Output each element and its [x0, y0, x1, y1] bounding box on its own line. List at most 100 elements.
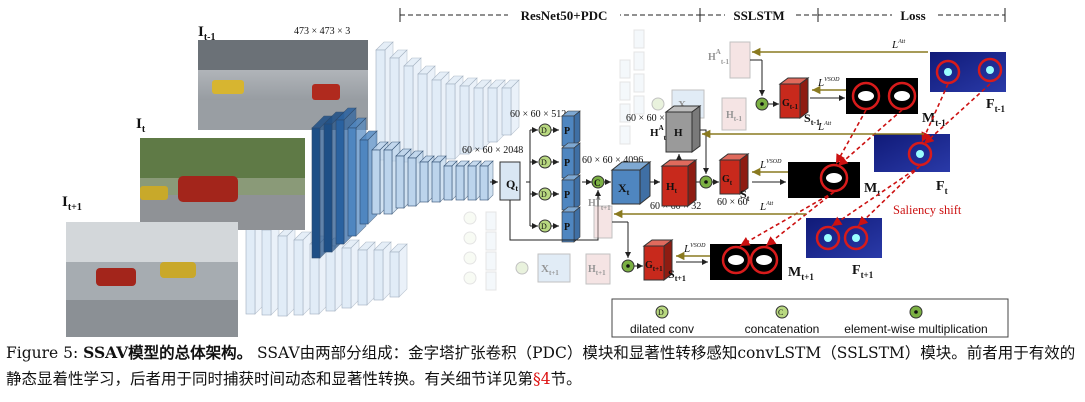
faded-layer-top: [501, 79, 520, 136]
faded-layer-top: [445, 75, 464, 160]
faded-dilated-block: [619, 125, 631, 145]
node-x: Xt: [610, 160, 652, 206]
legend-mult: element-wise multiplication: [844, 322, 987, 336]
frame-cur: [140, 138, 305, 230]
svg-text:P: P: [564, 222, 570, 233]
fixation-cur: Ft: [874, 134, 950, 196]
faded-dilated-block: [633, 51, 645, 71]
node-concat-main: C: [585, 175, 611, 189]
label-saliency-shift: Saliency shift: [893, 203, 962, 217]
faded-layer-top: [431, 71, 450, 163]
svg-text:Gt+1: Gt+1: [645, 260, 663, 273]
svg-text:Xt+1: Xt+1: [541, 263, 559, 277]
faded-layer-bottom: [261, 221, 280, 316]
label-input-size: 473 × 473 × 3: [294, 26, 350, 37]
caption-ref: §4: [533, 370, 551, 388]
svg-text:LVSOD: LVSOD: [759, 159, 782, 171]
input-frames: It-1 473 × 473 × 3 It It+1: [62, 24, 368, 337]
section-headers: ResNet50+PDC SSLSTM Loss: [399, 6, 1006, 24]
backbone-layer: [443, 160, 458, 201]
svg-text:C: C: [594, 178, 601, 188]
node-h: Ht: [660, 159, 698, 207]
legend-concat: concatenation: [745, 322, 820, 336]
saliency-shift-arrows: [739, 83, 991, 247]
svg-text:D: D: [541, 126, 547, 135]
label-feat-2048: 60 × 60 × 2048: [462, 145, 523, 156]
svg-text:Ht-1: Ht-1: [726, 110, 742, 123]
pdc-feature-block: P: [561, 174, 581, 211]
node-q: Qt: [499, 161, 521, 201]
faded-dilated-block: [619, 103, 631, 123]
dilated-conv-node: D: [538, 123, 552, 137]
dilated-conv-node: D: [538, 219, 552, 233]
svg-text:Ft+1: Ft+1: [852, 263, 874, 280]
faded-dilated-block: [463, 251, 497, 271]
label-frame-cur: It: [136, 116, 146, 135]
svg-text:Xt: Xt: [618, 181, 630, 197]
pdc-feature-block: P: [561, 142, 581, 179]
loss-labels: LAtt LVSOD LAtt LVSOD LAtt LVSOD: [683, 39, 905, 255]
svg-text:LVSOD: LVSOD: [817, 77, 840, 89]
faded-layer-bottom: [389, 243, 408, 298]
loss-arrows: [614, 47, 928, 261]
architecture-figure: ResNet50+PDC SSLSTM Loss: [62, 6, 1009, 338]
faded-layer-top: [487, 79, 506, 143]
svg-text:D: D: [541, 190, 547, 199]
frame-next: [66, 222, 238, 337]
svg-text:LAtt: LAtt: [759, 201, 773, 213]
faded-layer-top: [375, 41, 394, 161]
faded-dilated-block: [619, 81, 631, 101]
svg-text:Gt: Gt: [722, 174, 733, 187]
svg-text:Mt+1: Mt+1: [788, 265, 814, 282]
svg-text:D: D: [658, 308, 664, 317]
svg-text:St-1: St-1: [804, 111, 820, 127]
backbone-main: [311, 107, 498, 259]
svg-text:Ht+1: Ht+1: [588, 264, 606, 277]
svg-text:HAt-1: HAt-1: [708, 48, 730, 66]
svg-text:Ft-1: Ft-1: [986, 97, 1006, 114]
mask-next: Mt+1: [710, 244, 814, 282]
faded-layer-top: [473, 79, 492, 150]
backbone-layer: [479, 160, 494, 201]
legend: D dilated conv C concatenation element-w…: [611, 298, 1009, 338]
faded-layer-top: [417, 65, 436, 164]
svg-text:Ht: Ht: [666, 181, 678, 195]
backbone-layer: [455, 160, 470, 201]
faded-dilated-block: [619, 59, 631, 79]
legend-dilated: dilated conv: [630, 322, 694, 336]
pdc-feature-block: P: [561, 110, 581, 147]
faded-layer-top: [459, 77, 478, 155]
svg-text:Mt: Mt: [864, 181, 880, 198]
figure-caption: Figure 5: SSAV模型的总体架构。 SSAV由两部分组成：金字塔扩张卷…: [6, 340, 1078, 392]
label-s: St: [740, 187, 750, 203]
svg-text:Ft: Ft: [936, 179, 948, 196]
label-feat-16: 60 × 60 × 16: [626, 113, 677, 124]
node-x-next: Xt+1: [515, 253, 571, 283]
faded-layer-bottom: [245, 215, 264, 315]
faded-dilated-block: [463, 211, 497, 231]
svg-text:P: P: [564, 158, 570, 169]
section-loss: Loss: [900, 8, 925, 23]
svg-text:HAt+1: HAt+1: [588, 194, 611, 212]
mask-cur: Mt: [788, 162, 880, 198]
svg-text:LAtt: LAtt: [817, 121, 831, 133]
dilated-conv-node: D: [538, 187, 552, 201]
faded-layer-bottom: [357, 241, 376, 306]
caption-label: Figure 5:: [6, 344, 84, 362]
node-g: Gt: [718, 153, 750, 195]
svg-text:H: H: [674, 127, 683, 139]
node-mult-main: [699, 175, 713, 189]
faded-dilated-block: [633, 29, 645, 49]
svg-text:D: D: [541, 222, 547, 231]
svg-text:Gt-1: Gt-1: [782, 98, 798, 111]
svg-text:Mt-1: Mt-1: [922, 111, 946, 128]
frame-prev: [198, 40, 368, 130]
svg-text:St+1: St+1: [668, 267, 686, 283]
svg-text:LAtt: LAtt: [891, 39, 905, 51]
section-resnet: ResNet50+PDC: [521, 8, 608, 23]
svg-text:P: P: [564, 126, 570, 137]
pdc-feature-block: P: [561, 206, 581, 243]
label-feat-4096: 60 × 60 × 4096: [582, 155, 643, 166]
label-frame-prev: It-1: [198, 24, 216, 43]
fixation-prev: Ft-1: [930, 52, 1006, 114]
